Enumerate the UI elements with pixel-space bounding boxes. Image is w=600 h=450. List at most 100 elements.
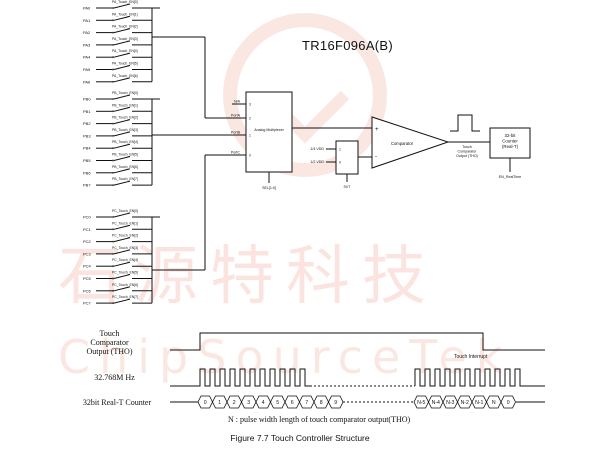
switch-enable-label: PC_Touch_EN[7] <box>112 295 138 299</box>
vref-input-label: 1/2 VDD <box>310 160 324 164</box>
pin-label-pc1: PC1 <box>83 227 92 232</box>
comparator-minus: - <box>375 154 377 160</box>
switch-blade <box>113 52 131 58</box>
switch-enable-label: PB_Touch_EN[3] <box>112 128 138 132</box>
pin-label-pc0: PC0 <box>83 215 92 220</box>
pin-label-pb0: PB0 <box>83 97 91 102</box>
comparator-plus: + <box>375 127 379 133</box>
chip-title: TR16F096A(B) <box>302 38 394 53</box>
switch-blade <box>113 261 131 267</box>
switch-groups: PA0PA_Touch_EN[0]PA1PA_Touch_EN[1]PA2PA_… <box>83 0 160 306</box>
switch-contact <box>112 68 114 71</box>
switch-contact <box>112 80 114 83</box>
pin-label-pb5: PB5 <box>83 158 91 163</box>
pin-label-pb1: PB1 <box>83 109 91 114</box>
pin-label-pc6: PC6 <box>83 288 92 293</box>
counter-value: 6 <box>291 400 294 406</box>
pin-label-pc7: PC7 <box>83 301 92 306</box>
switch-enable-label: PB_Touch_EN[0] <box>112 91 138 95</box>
pin-label-pc5: PC5 <box>83 276 92 281</box>
switch-blade <box>113 40 131 46</box>
switch-contact <box>112 31 114 34</box>
switch-enable-label: PB_Touch_EN[6] <box>112 165 138 169</box>
function-blocks: Analog MultiplexerN/A3PortA2PortB1PortC0… <box>231 91 531 190</box>
pin-label-pb4: PB4 <box>83 146 91 151</box>
switch-blade <box>113 168 131 174</box>
counter-box <box>489 127 531 159</box>
timing-counter-label: 32bit Real-T Counter <box>82 398 152 407</box>
switch-contact <box>112 56 114 59</box>
switch-blade <box>113 94 131 100</box>
counter-value: 0 <box>204 400 207 406</box>
switch-blade <box>113 131 131 137</box>
switch-group-a: PA0PA_Touch_EN[0]PA1PA_Touch_EN[1]PA2PA_… <box>83 0 160 84</box>
mux-input-label: PortB <box>231 131 241 135</box>
switch-contact <box>112 135 114 137</box>
timing-tho-label: Touch Comparator Output (THO) <box>86 329 133 356</box>
switch-enable-label: PA_Touch_EN[4] <box>112 49 138 53</box>
switch-enable-label: PB_Touch_EN[7] <box>112 177 138 181</box>
switch-enable-label: PB_Touch_EN[4] <box>112 140 138 144</box>
switch-contact <box>112 184 114 187</box>
switch-blade <box>113 156 131 161</box>
switch-blade <box>113 224 131 230</box>
switch-blade <box>113 143 131 149</box>
switch-contact <box>112 265 114 268</box>
mux-label: Analog Multiplexer <box>254 128 284 132</box>
counter-value: 5 <box>276 400 279 406</box>
counter-value: N-1 <box>475 400 483 406</box>
tho-label-line: Output (THO) <box>456 154 478 158</box>
pin-label-pb7: PB7 <box>83 183 91 188</box>
switch-group-c: PC0PC_Touch_EN[0]PC1PC_Touch_EN[1]PC2PC_… <box>83 209 160 306</box>
switch-enable-label: PC_Touch_EN[0] <box>112 209 138 213</box>
switch-enable-label: PA_Touch_EN[5] <box>112 62 138 66</box>
counter-value: 0 <box>507 400 510 406</box>
switch-blade <box>113 28 131 34</box>
counter-value: N-2 <box>461 400 469 406</box>
analog-multiplexer: Analog MultiplexerN/A3PortA2PortB1PortC0… <box>231 91 293 190</box>
mux-input-label: N/A <box>234 100 241 104</box>
switch-blade <box>113 77 131 83</box>
pin-label-pa3: PA3 <box>83 42 91 47</box>
clock-trace-right <box>414 368 545 387</box>
clock-waveform <box>170 368 545 387</box>
mux-input-label: PortC <box>231 151 241 155</box>
pin-label-pb2: PB2 <box>83 121 91 126</box>
mux-input-label: PortA <box>231 114 241 118</box>
switch-enable-label: PC_Touch_EN[6] <box>112 283 138 287</box>
mux-input-number: 2 <box>249 117 251 121</box>
switch-blade <box>113 65 131 70</box>
timing-clock-label: 32.768M Hz <box>94 373 135 382</box>
vref-input-number: 0 <box>339 161 341 165</box>
switch-blade <box>113 119 131 125</box>
switch-enable-label: PC_Touch_EN[5] <box>112 271 138 275</box>
switch-enable-label: PC_Touch_EN[3] <box>112 246 138 250</box>
counter-value: N-3 <box>446 400 454 406</box>
pin-label-pc3: PC3 <box>83 251 92 256</box>
switch-contact <box>112 289 114 292</box>
switch-enable-label: PC_Touch_EN[2] <box>112 234 138 238</box>
switch-enable-label: PA_Touch_EN[1] <box>112 12 138 16</box>
switch-contact <box>112 277 114 280</box>
switch-blade <box>113 237 131 243</box>
pin-label-pb3: PB3 <box>83 133 91 138</box>
timing-note: N : pulse width length of touch comparat… <box>228 415 411 424</box>
switch-contact <box>112 302 114 304</box>
switch-blade <box>113 3 131 9</box>
counter-value: N-4 <box>432 400 440 406</box>
switch-enable-label: PA_Touch_EN[3] <box>112 37 138 41</box>
switch-enable-label: PA_Touch_EN[6] <box>112 74 138 78</box>
switch-blade <box>113 106 131 112</box>
mux-input-number: 3 <box>249 103 251 107</box>
switch-contact <box>112 110 114 113</box>
switch-blade <box>113 298 131 304</box>
switch-contact <box>112 44 114 46</box>
mux-input-number: 0 <box>249 154 251 158</box>
vref-select-label: SVT <box>344 185 352 189</box>
